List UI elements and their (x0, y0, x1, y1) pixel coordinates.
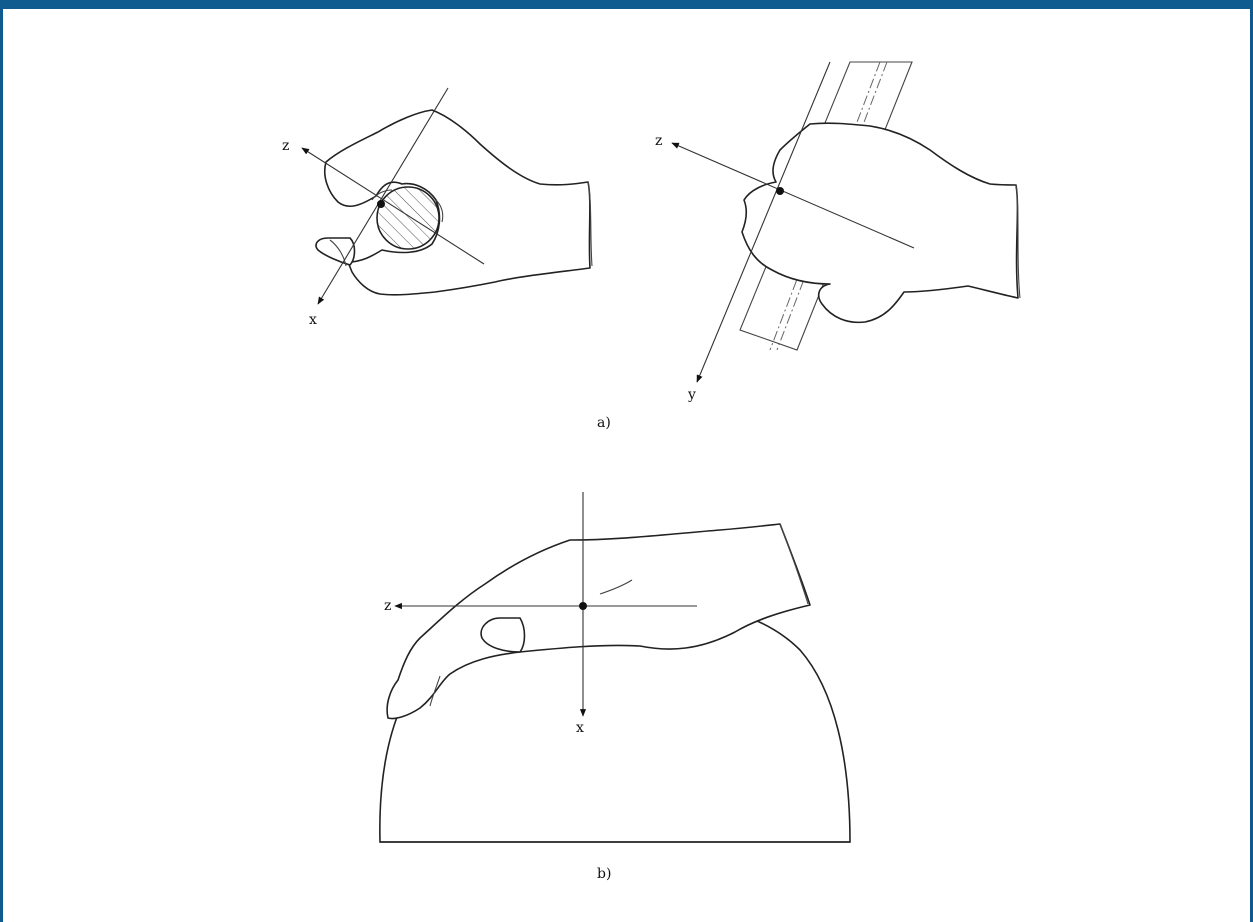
z-axis-line (301, 147, 485, 265)
bar-centerline (769, 61, 881, 351)
thumb-b (480, 617, 526, 653)
origin-point-right (776, 187, 784, 195)
knuckle-crease (599, 579, 633, 595)
hand-outline-b (386, 523, 811, 720)
x-axis-label-b: x (576, 720, 584, 736)
panel-a-left-grip: z x (282, 87, 593, 328)
thumb (315, 237, 356, 266)
z-axis-label-right: z (655, 133, 662, 149)
panel-a-right-grip: z y (655, 61, 1021, 403)
wrist-cuff-line-right (1015, 184, 1021, 299)
x-axis-label: x (309, 312, 317, 328)
caption-a: a) (597, 415, 611, 431)
finger-crease (429, 675, 441, 707)
wrist-cuff-line (587, 181, 593, 267)
hand-outline-right (741, 122, 1019, 324)
z-axis-label-b: z (384, 598, 391, 614)
wrist-cuff-line-b (779, 523, 809, 605)
thumbnail-line (329, 239, 347, 267)
y-axis-line (696, 61, 831, 383)
x-axis-line (317, 87, 449, 305)
finger-tip-arc (371, 189, 393, 201)
caption-b: b) (597, 866, 611, 882)
z-axis-line-right (671, 142, 915, 249)
bar-centerline-2 (776, 61, 888, 351)
origin-point-b (579, 602, 587, 610)
y-axis-label: y (687, 387, 696, 403)
hand-outline (323, 109, 591, 296)
bar-section-hatched (376, 186, 440, 250)
z-axis-label: z (282, 138, 289, 154)
origin-point (377, 200, 385, 208)
panel-b-palm-grip: z x (379, 492, 851, 843)
finger-arc-right (435, 199, 444, 223)
